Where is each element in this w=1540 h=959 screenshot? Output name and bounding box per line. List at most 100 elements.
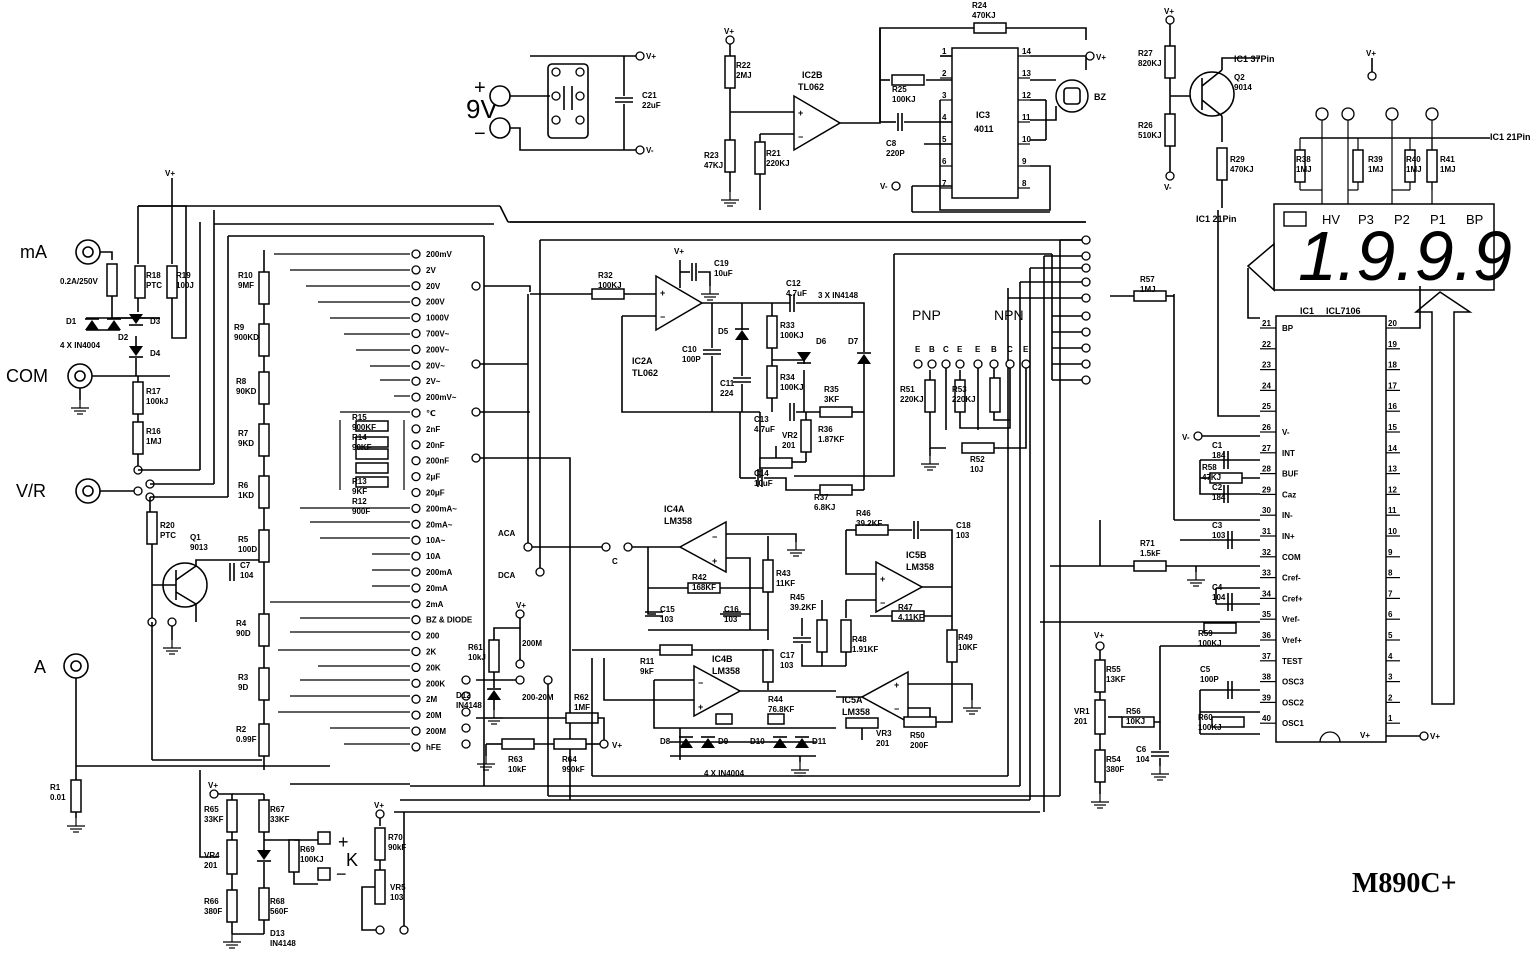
ic1-pin-number: 7 — [1388, 589, 1393, 598]
component-ref: R25 — [892, 85, 907, 94]
component-ref: D10 — [750, 737, 765, 746]
ic3-pin-number: 12 — [1022, 91, 1031, 100]
component-value: 2MJ — [736, 71, 752, 80]
bus-node — [1081, 375, 1091, 385]
component-value: IN4148 — [456, 701, 482, 710]
k-label: K — [346, 850, 358, 870]
bus-node — [1081, 327, 1091, 337]
switch-contact — [411, 742, 421, 752]
component-value: 103 — [1212, 531, 1226, 540]
component-ref: C10 — [682, 345, 697, 354]
svg-text:+: + — [698, 702, 703, 712]
ic3-part: 4011 — [974, 124, 994, 134]
switch-common-node — [461, 723, 471, 733]
dca-label: DCA — [498, 571, 516, 580]
switch-contact — [411, 646, 421, 657]
reference-divider: V+ — [1090, 631, 1170, 809]
component-ref: VR3 — [876, 729, 892, 738]
switch-range-label: BZ & DIODE — [426, 616, 473, 625]
ic1-pin-number: 18 — [1388, 361, 1397, 370]
switch-contact — [411, 583, 421, 593]
component-value: 103 — [724, 615, 738, 624]
ic4b-ref: IC4B — [712, 654, 733, 664]
switch-common-node — [461, 691, 471, 701]
component-ref: R14 — [352, 433, 367, 442]
switch-range-label: 200M — [426, 727, 446, 736]
ic1-37pin: IC1 37Pin — [1234, 54, 1275, 64]
ic1-pin-name: OSC2 — [1282, 698, 1304, 707]
ic2b-section: V+ + − IC2B TL062 — [720, 27, 940, 210]
d5-d7-note: 3 X IN4148 — [818, 291, 859, 300]
lcd-pull-resistor — [1426, 149, 1438, 183]
ic1-pin-number: 25 — [1262, 402, 1271, 411]
component-value: 220KJ — [766, 159, 790, 168]
switch-range-label: 20K — [426, 663, 441, 672]
switch-contact — [411, 662, 421, 673]
aca-label: ACA — [498, 529, 516, 538]
ic1-21pin-left: IC1 21Pin — [1196, 214, 1237, 224]
ic3-pin-number: 2 — [942, 69, 947, 78]
switch-contact — [411, 249, 421, 259]
battery-section: 9V + − V+ V- — [466, 51, 656, 155]
component-ref: VR2 — [782, 431, 798, 440]
component-ref: R21 — [766, 149, 781, 158]
component-value: 90KD — [236, 387, 257, 396]
component-ref: R19 — [176, 271, 191, 280]
component-value: 9013 — [190, 543, 208, 552]
ic5b-ref: IC5B — [906, 550, 927, 560]
component-value: 4.11KF — [898, 613, 924, 622]
ic1-pin-number: 32 — [1262, 548, 1271, 557]
component-ref: R54 — [1106, 755, 1121, 764]
component-ref: R65 — [204, 805, 219, 814]
svg-text:−: − — [698, 678, 703, 688]
component-ref: R23 — [704, 151, 719, 160]
component-value: 6.8KJ — [814, 503, 835, 512]
component-value: 10uF — [714, 269, 733, 278]
ic5b-part: LM358 — [906, 562, 934, 572]
component-ref: D6 — [816, 337, 827, 346]
ic1-pin-number: 14 — [1388, 444, 1397, 453]
range-switch: 200mV2V20V200V1000V700V~200V~20V~2V~200m… — [270, 236, 485, 786]
ic1-pin-number: 39 — [1262, 693, 1271, 702]
switch-range-label: 2mA — [426, 600, 444, 609]
component-value: 201 — [204, 861, 218, 870]
ic2b-ref: IC2B — [802, 70, 823, 80]
component-value: 11KF — [776, 579, 795, 588]
ic1-21pin-right: IC1 21Pin — [1490, 132, 1531, 142]
r61-vplus: V+ — [516, 601, 526, 610]
ic1-pin-number: 21 — [1262, 319, 1271, 328]
component-value: 10KF — [958, 643, 978, 652]
switch-range-label: 200V — [426, 298, 445, 307]
component-value: 39.2KF — [856, 519, 882, 528]
component-ref: R39 — [1368, 155, 1383, 164]
ic1-pin-number: 40 — [1262, 714, 1271, 723]
svg-text:−: − — [798, 132, 803, 142]
ic1-pin-name: OSC3 — [1282, 678, 1304, 687]
switch-common-node — [471, 281, 481, 291]
switch-contact — [411, 328, 421, 339]
battery-minus: − — [474, 123, 486, 145]
pnp-label: PNP — [912, 307, 941, 323]
ic1-pin-number: 26 — [1262, 423, 1271, 432]
switch-range-label: 1000V — [426, 314, 450, 323]
component-ref: R26 — [1138, 121, 1153, 130]
q2-section: V+ V- V+ — [1164, 7, 1377, 208]
component-ref: R48 — [852, 635, 867, 644]
ic4b-part: LM358 — [712, 666, 740, 676]
ic2a-vplus: V+ — [674, 247, 684, 256]
switch-common-node — [471, 453, 481, 463]
component-ref: C2 — [1212, 483, 1223, 492]
component-value: 33KF — [204, 815, 224, 824]
switch-range-label: 2μF — [426, 473, 440, 482]
component-value: PTC — [146, 281, 162, 290]
hfe-socket-pin — [989, 359, 999, 369]
component-value: 1MF — [574, 703, 590, 712]
component-value: 100KJ — [780, 383, 804, 392]
component-value: 100P — [1200, 675, 1219, 684]
component-ref: R4 — [236, 619, 247, 628]
component-ref: R5 — [238, 535, 249, 544]
component-value: 1.91KF — [852, 645, 878, 654]
k-minus: − — [336, 864, 347, 884]
ic1-pin-number: 28 — [1262, 465, 1271, 474]
component-value: 103 — [780, 661, 794, 670]
